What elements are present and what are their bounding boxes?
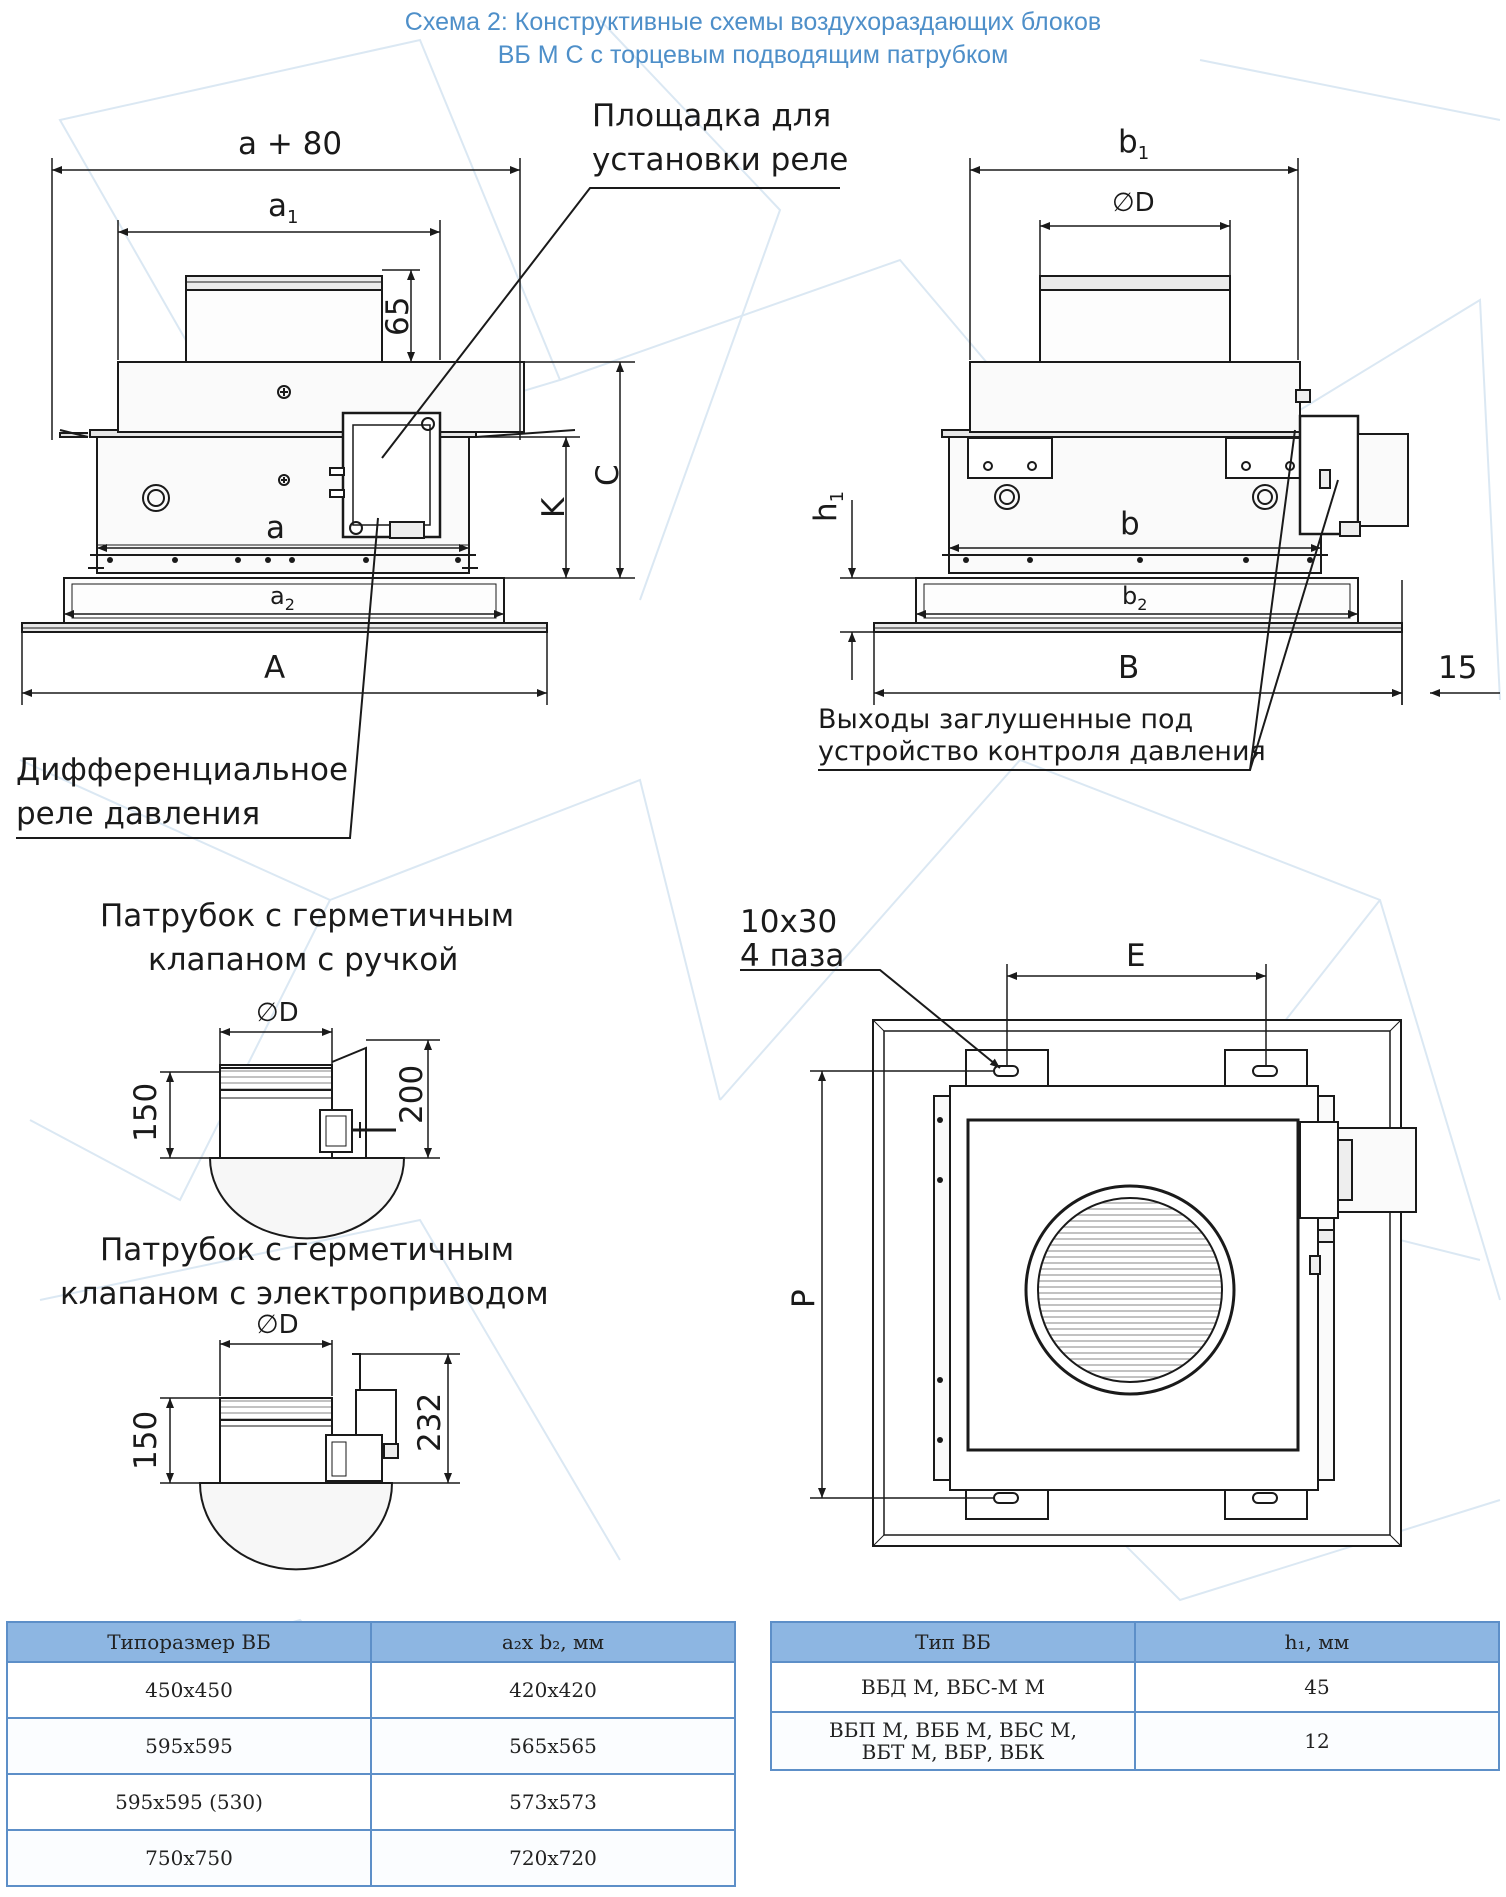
side-view-dimensions	[840, 158, 1500, 705]
type-table-header-type: Тип ВБ	[770, 1621, 1136, 1663]
front-leaders	[16, 187, 840, 839]
plan-view-dimensions	[740, 964, 1267, 1499]
handle-caption-line1: Патрубок с герметичным	[100, 898, 515, 934]
table-cell: ВБП М, ВББ М, ВБС М, ВБТ М, ВБР, ВБК	[770, 1711, 1136, 1771]
handle-caption-line2: клапаном с ручкой	[148, 942, 459, 978]
dim-b2: b2	[1122, 582, 1148, 614]
table-cell: 450x450	[6, 1661, 372, 1719]
dim-a1: a1	[268, 188, 299, 229]
dim-P: P	[786, 1289, 822, 1308]
spigot-actuator-dimensions	[160, 1340, 460, 1484]
spigot-handle-drawing	[208, 1046, 406, 1240]
table-row: 450x450 420x420	[6, 1661, 736, 1719]
dim-B: B	[1118, 650, 1140, 686]
dim-150-drive: 150	[128, 1410, 164, 1470]
table-row: 750x750 720x720	[6, 1829, 736, 1887]
table-row: ВБП М, ВББ М, ВБС М, ВБТ М, ВБР, ВБК 12	[770, 1711, 1500, 1771]
table-row: ВБД М, ВБС-М М 45	[770, 1661, 1500, 1713]
size-table-header-size: Типоразмер ВБ	[6, 1621, 372, 1663]
dim-A: A	[264, 650, 286, 686]
size-table: Типоразмер ВБ a₂x b₂, мм 450x450 420x420…	[6, 1621, 736, 1887]
diff-relay-label-line2: реле давления	[16, 796, 261, 832]
side-leaders	[818, 429, 1339, 771]
front-view	[21, 275, 576, 633]
table-cell: 45	[1134, 1661, 1500, 1713]
dim-E: E	[1126, 938, 1146, 974]
diff-relay-label-line1: Дифференциальное	[16, 752, 349, 788]
spigot-handle-dimensions	[160, 1028, 440, 1159]
relay-platform-label-line1: Площадка для	[592, 98, 832, 134]
dim-D-side: ∅D	[1112, 188, 1155, 218]
table-row: 595x595 (530) 573x573	[6, 1773, 736, 1831]
table-cell: 595x595 (530)	[6, 1773, 372, 1831]
spigot-actuator-drawing	[198, 1353, 399, 1571]
table-cell: 573x573	[370, 1773, 736, 1831]
outlets-label-line1: Выходы заглушенные под	[818, 704, 1194, 735]
table-cell: 420x420	[370, 1661, 736, 1719]
dim-15: 15	[1438, 650, 1478, 686]
dim-a-plus-80: a + 80	[238, 126, 343, 162]
dim-C: C	[590, 464, 626, 486]
dim-200: 200	[394, 1064, 430, 1124]
dim-D-handle: ∅D	[256, 998, 299, 1028]
dim-232: 232	[412, 1392, 448, 1452]
relay-platform-label-line2: установки реле	[592, 142, 849, 178]
table-row: 595x595 565x565	[6, 1717, 736, 1775]
drive-caption-line2: клапаном с электроприводом	[60, 1276, 549, 1312]
dim-D-drive: ∅D	[256, 1310, 299, 1340]
table-cell: 595x595	[6, 1717, 372, 1775]
dim-b: b	[1120, 506, 1140, 542]
table-cell: 12	[1134, 1711, 1500, 1771]
schema-title-line2: ВБ М С с торцевым подводящим патрубком	[497, 41, 1009, 69]
table-cell: 565x565	[370, 1717, 736, 1775]
drive-caption-line1: Патрубок с герметичным	[100, 1232, 515, 1268]
type-table-header-h1: h₁, мм	[1134, 1621, 1500, 1663]
dim-a: a	[266, 510, 285, 546]
slots-label-line1: 10x30	[740, 904, 838, 940]
table-cell: ВБД М, ВБС-М М	[770, 1661, 1136, 1713]
table-cell: 720x720	[370, 1829, 736, 1887]
plan-view	[872, 1019, 1417, 1547]
dim-K: K	[536, 497, 572, 518]
dim-h1: h1	[808, 490, 849, 522]
outlets-label-line2: устройство контроля давления	[818, 736, 1266, 767]
dim-150-handle: 150	[128, 1082, 164, 1142]
table-cell: 750x750	[6, 1829, 372, 1887]
side-view	[873, 275, 1409, 633]
dim-a2: a2	[270, 582, 295, 614]
schema-title-line1: Схема 2: Конструктивные схемы воздухораз…	[404, 8, 1102, 36]
dim-65: 65	[380, 296, 416, 336]
dim-b1: b1	[1118, 124, 1150, 165]
slots-label-line2: 4 паза	[740, 938, 845, 974]
size-table-header-dims: a₂x b₂, мм	[370, 1621, 736, 1663]
front-view-dimensions	[21, 158, 635, 705]
type-table: Тип ВБ h₁, мм ВБД М, ВБС-М М 45 ВБП М, В…	[770, 1621, 1500, 1771]
